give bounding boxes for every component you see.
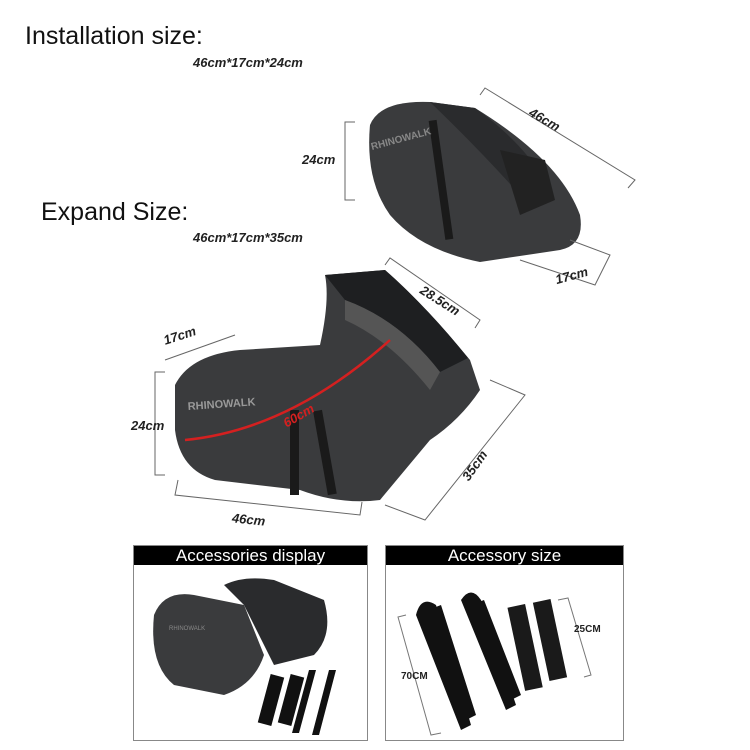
brand-logo: RHINOWALK (187, 396, 256, 413)
expanded-bag-image: RHINOWALK (175, 270, 480, 502)
panel-title: Accessory size (386, 546, 623, 565)
arc-measure-line (184, 339, 391, 442)
panel-title: Accessories display (134, 546, 367, 565)
dim-line-width (519, 239, 611, 286)
accessories-display-panel: Accessories display RHINOWALK (133, 545, 368, 741)
installed-bag-image: RHINOWALK (369, 101, 581, 262)
dim-line-length (479, 87, 636, 189)
accessory-size-image (397, 592, 592, 736)
installation-title: Installation size: (25, 22, 203, 50)
dim-line-height2 (154, 371, 165, 476)
label-long-strap: 70CM (401, 671, 428, 682)
accessories-display-image: RHINOWALK (153, 578, 336, 735)
dim-line-length2 (174, 479, 363, 516)
label-short-strap: 25CM (574, 624, 601, 635)
label-install-height: 24cm (302, 152, 336, 167)
brand-logo: RHINOWALK (169, 626, 205, 632)
expand-dims: 46cm*17cm*35cm (193, 230, 303, 245)
expand-title: Expand Size: (41, 198, 189, 226)
dim-line-width2 (164, 334, 236, 361)
dim-line-top (384, 257, 481, 329)
accessory-size-panel: Accessory size 70CM 25CM (385, 545, 624, 741)
bag-illustrations: RHINOWALK RHINOWALK (154, 87, 636, 521)
installation-dims: 46cm*17cm*24cm (193, 55, 303, 70)
dim-line-height (344, 121, 355, 201)
label-expand-height: 24cm (131, 418, 165, 433)
dim-line-side (384, 379, 526, 521)
